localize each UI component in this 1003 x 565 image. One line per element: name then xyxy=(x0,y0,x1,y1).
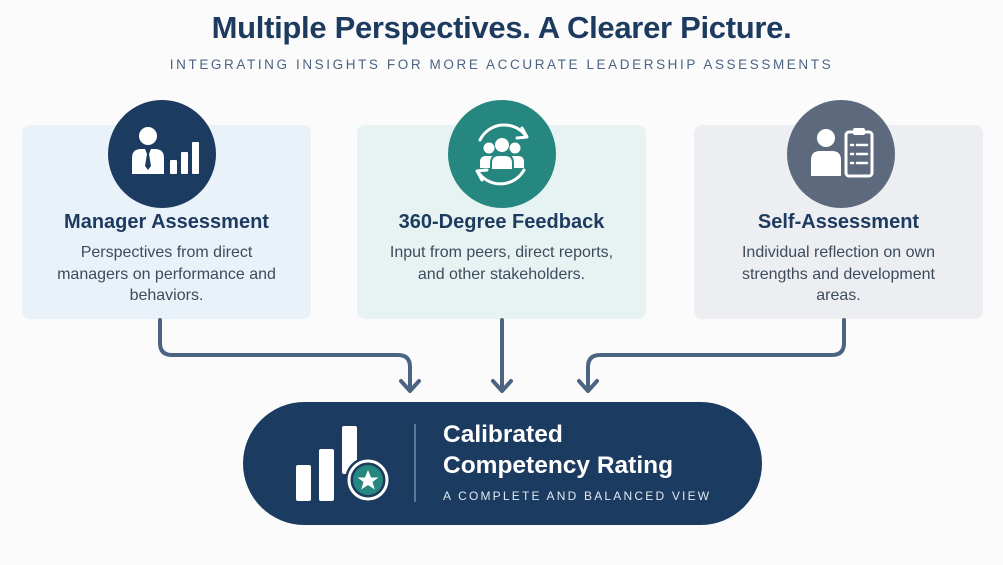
arrowhead-feedback xyxy=(491,379,513,393)
connector-self xyxy=(586,318,846,392)
calibrated-rating-box xyxy=(243,402,762,525)
result-title: Calibrated Competency Rating xyxy=(443,419,743,481)
result-divider xyxy=(414,424,416,502)
result-title-line2: Competency Rating xyxy=(443,452,674,479)
self-assessment-description: Individual reflection on own strengths a… xyxy=(741,244,935,304)
person-clipboard-icon xyxy=(787,100,895,208)
feedback-360-description: Input from peers, direct reports, and ot… xyxy=(389,244,614,283)
page-subtitle: INTEGRATING INSIGHTS FOR MORE ACCURATE L… xyxy=(169,57,834,72)
manager-assessment-title: Manager Assessment xyxy=(64,211,269,233)
feedback-360-title: 360-Degree Feedback xyxy=(398,211,605,233)
connector-manager xyxy=(158,318,412,392)
result-subtitle: A COMPLETE AND BALANCED VIEW xyxy=(443,489,712,503)
self-assessment-title: Self-Assessment xyxy=(757,211,920,233)
manager-assessment-description: Perspectives from direct managers on per… xyxy=(57,244,276,304)
manager-chart-icon xyxy=(108,100,216,208)
arrowhead-manager xyxy=(399,379,421,393)
page-title: Multiple Perspectives. A Clearer Picture… xyxy=(211,10,792,45)
bar-chart-star-icon xyxy=(296,426,391,503)
result-title-line1: Calibrated xyxy=(443,421,563,448)
arrowhead-self xyxy=(577,379,599,393)
group-cycle-icon xyxy=(448,100,556,208)
